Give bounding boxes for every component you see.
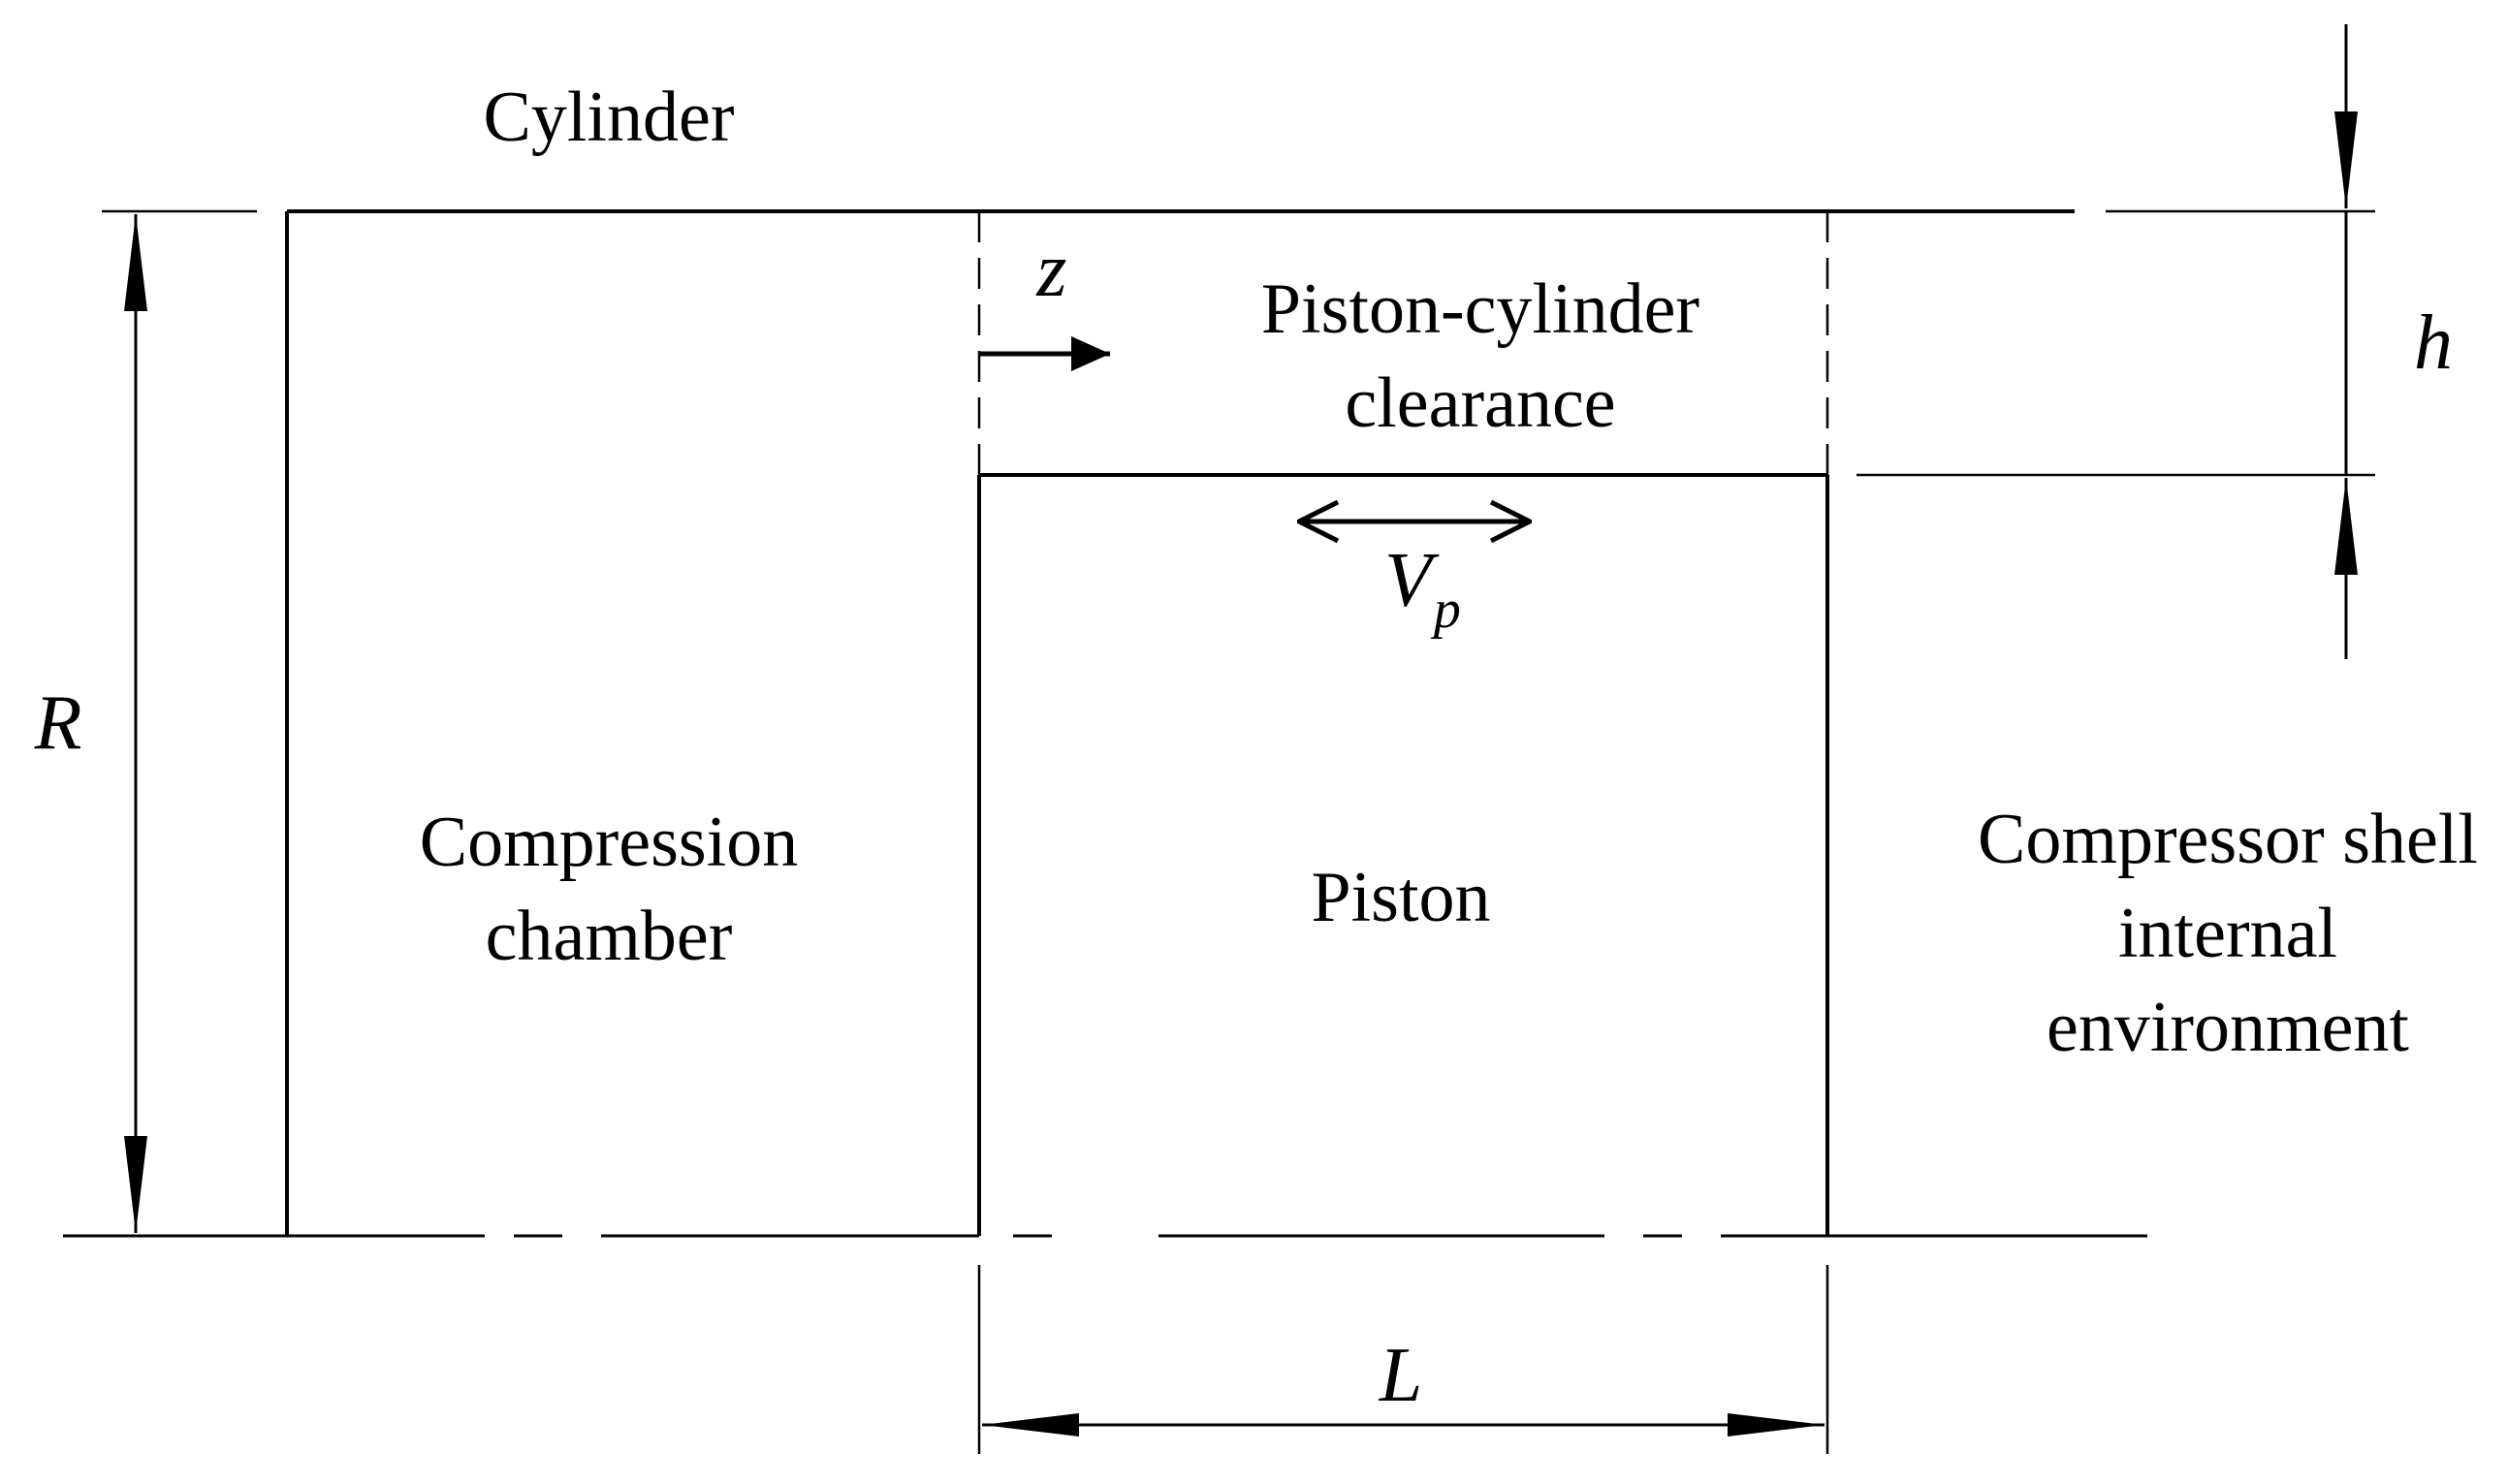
compression-chamber-label-line1: Compression [420,803,799,882]
piston-label: Piston [1311,858,1490,937]
h-symbol: h [2414,300,2453,386]
cylinder-label: Cylinder [484,78,735,157]
clearance-label-line2: clearance [1345,363,1615,443]
z-symbol: z [1035,228,1066,313]
shell-environment-label-line3: environment [2047,988,2409,1067]
compression-chamber-label-line2: chamber [486,897,733,976]
clearance-label-line1: Piston-cylinder [1261,269,1699,349]
vp-symbol-sub: p [1430,580,1461,640]
l-symbol: L [1379,1333,1423,1418]
shell-environment-label-line2: internal [2118,894,2337,973]
vp-symbol: Vp [1384,538,1461,640]
shell-environment-label-line1: Compressor shell [1978,800,2478,879]
vp-symbol-main: V [1384,538,1440,623]
r-symbol: R [34,680,82,766]
